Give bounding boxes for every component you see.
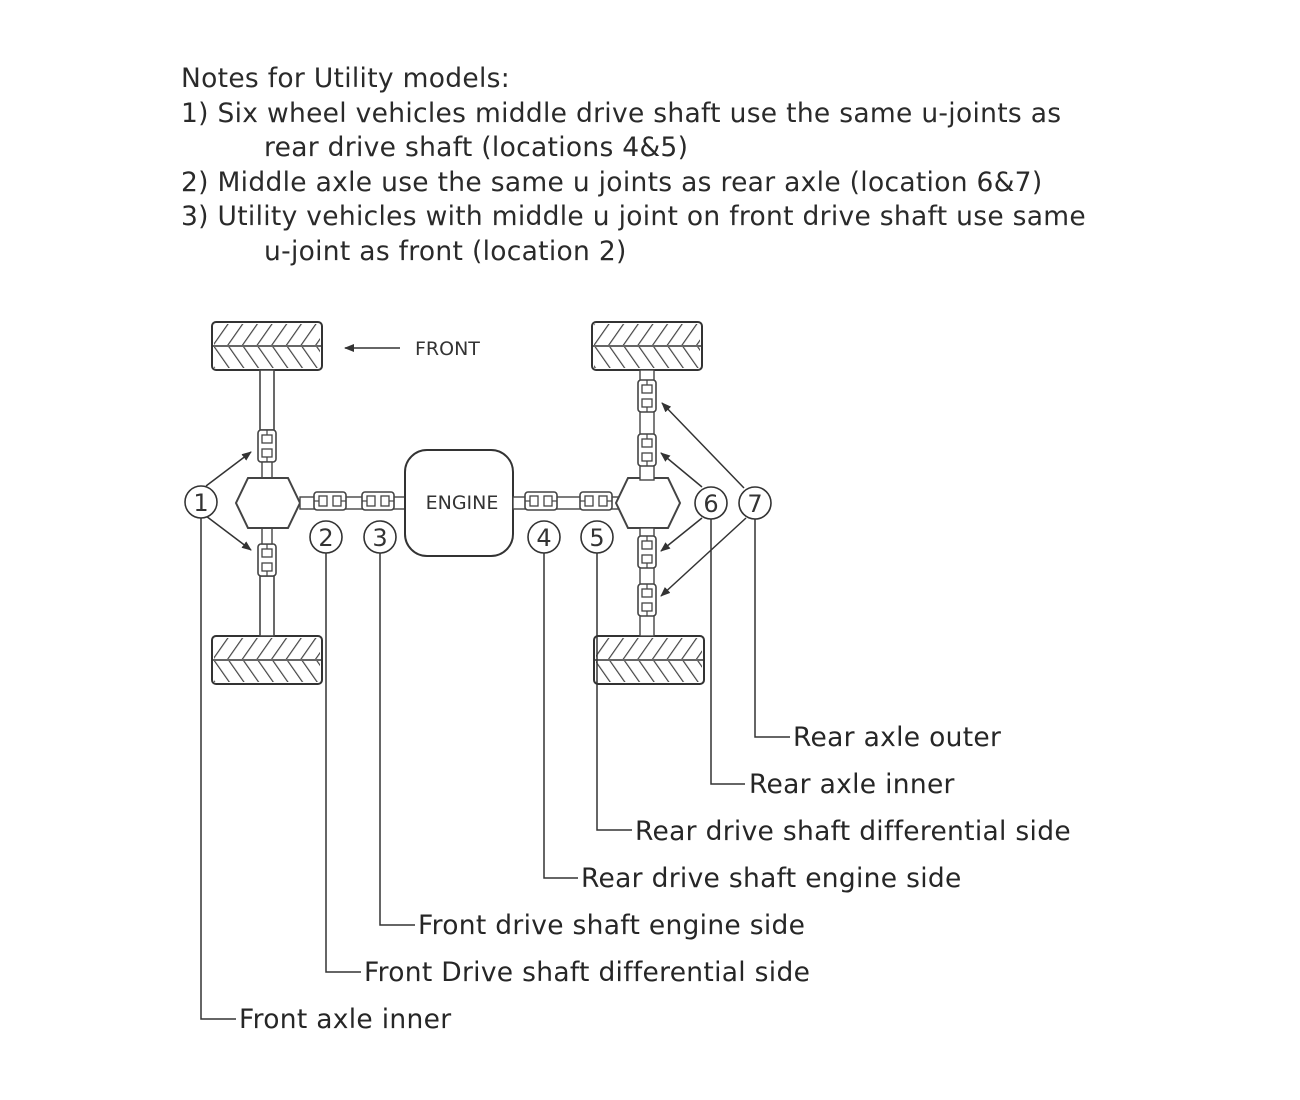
location-marker-5: 5	[580, 520, 614, 554]
svg-text:6: 6	[703, 490, 718, 518]
notes-title: Notes for Utility models:	[181, 63, 510, 94]
location-6-arrows	[660, 452, 703, 552]
front-direction-indicator: FRONT	[344, 338, 480, 360]
front-drive-shaft	[299, 491, 407, 511]
location-marker-7: 7	[738, 486, 772, 520]
front-differential	[234, 477, 302, 529]
callout-rear-axle-inner: Rear axle inner	[749, 769, 955, 800]
location-7-arrows	[660, 402, 747, 597]
location-1-arrows	[205, 451, 252, 551]
rear-drive-shaft	[512, 491, 620, 511]
callout-front-axle-inner: Front axle inner	[239, 1004, 451, 1035]
svg-text:5: 5	[589, 524, 604, 552]
svg-text:4: 4	[536, 524, 551, 552]
callout-front-drive-shaft-engine-side: Front drive shaft engine side	[418, 910, 805, 941]
front-label: FRONT	[415, 338, 480, 360]
svg-text:2: 2	[318, 524, 333, 552]
engine-label: ENGINE	[426, 492, 499, 514]
note-1: 1) Six wheel vehicles middle drive shaft…	[181, 97, 1062, 129]
front-left-wheel	[211, 321, 323, 371]
note-2: 2) Middle axle use the same u joints as …	[181, 166, 1043, 198]
front-axle	[257, 369, 277, 637]
front-right-wheel	[211, 635, 323, 685]
svg-text:3: 3	[372, 524, 387, 552]
note-1-continued: rear drive shaft (locations 4&5)	[264, 132, 689, 164]
svg-text:1: 1	[193, 489, 208, 517]
note-3-continued: u-joint as front (location 2)	[264, 235, 627, 267]
callout-rear-drive-shaft-engine-side: Rear drive shaft engine side	[581, 863, 962, 894]
svg-text:7: 7	[747, 490, 762, 518]
location-marker-2: 2	[309, 520, 343, 554]
callout-rear-drive-shaft-diff-side: Rear drive shaft differential side	[635, 816, 1071, 847]
location-marker-3: 3	[363, 520, 397, 554]
location-marker-4: 4	[527, 520, 561, 554]
callout-rear-axle-outer: Rear axle outer	[793, 722, 1001, 753]
rear-axle	[637, 369, 657, 637]
leader-lines	[200, 518, 790, 1020]
notes-block: Notes for Utility models: 1) Six wheel v…	[181, 62, 1086, 270]
rear-left-wheel	[591, 321, 703, 371]
rear-differential	[614, 477, 682, 529]
location-marker-6: 6	[694, 486, 728, 520]
note-3: 3) Utility vehicles with middle u joint …	[181, 201, 1087, 233]
rear-right-wheel	[593, 635, 705, 685]
location-marker-1: 1	[184, 485, 218, 519]
engine: ENGINE	[404, 449, 514, 557]
callout-front-drive-shaft-diff-side: Front Drive shaft differential side	[364, 957, 810, 988]
